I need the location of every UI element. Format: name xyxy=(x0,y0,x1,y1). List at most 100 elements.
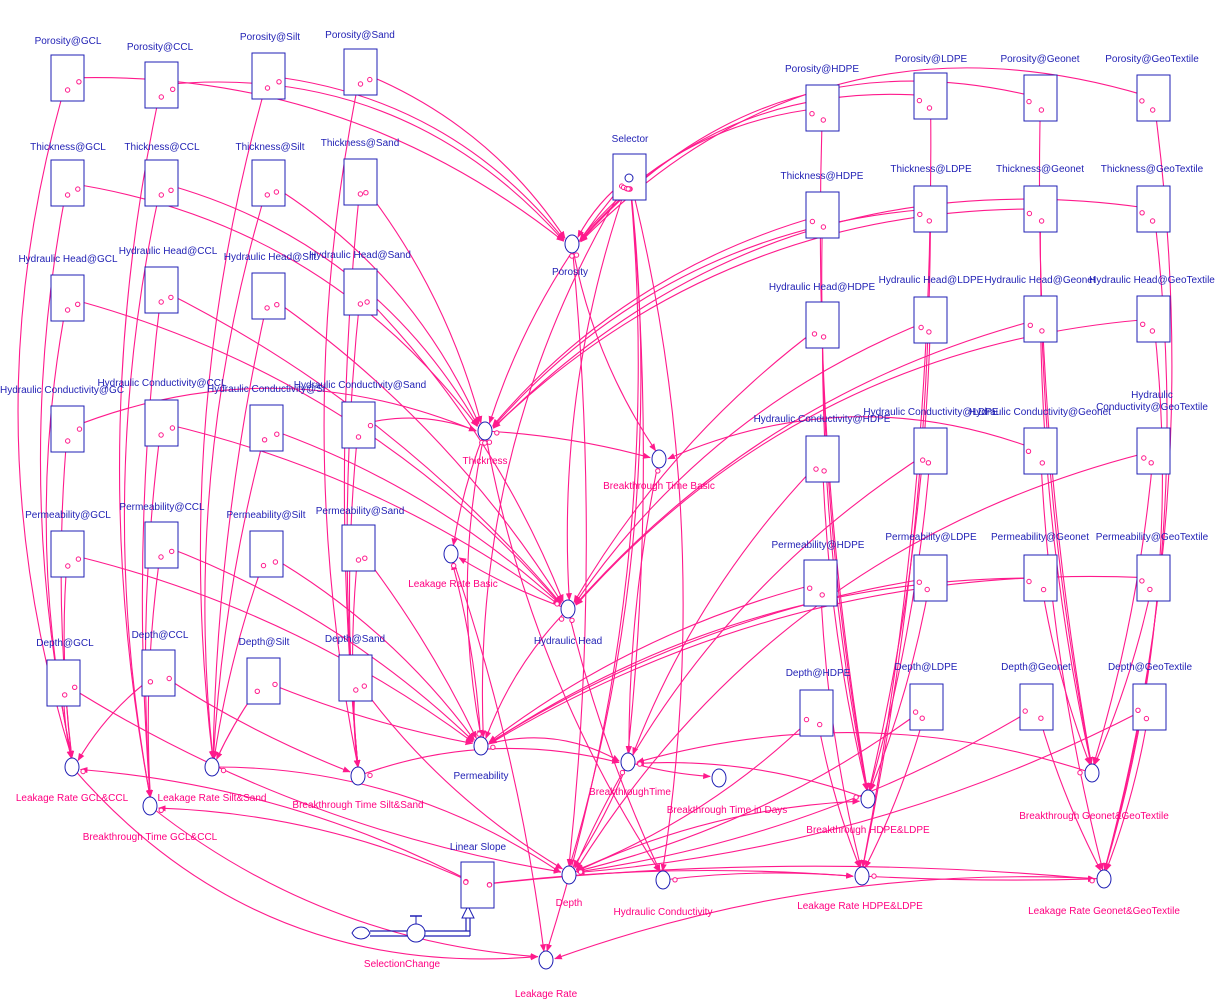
stock-box[interactable] xyxy=(50,54,85,102)
stock-box[interactable] xyxy=(1023,554,1058,602)
stock-box[interactable] xyxy=(249,404,284,452)
stock-thickness-gcl[interactable]: Thickness@GCL xyxy=(30,142,106,207)
converter-circle[interactable] xyxy=(564,234,580,254)
converter-hydraulic-head[interactable]: Hydraulic Head xyxy=(534,599,602,647)
converter-thickness[interactable]: Thickness xyxy=(462,421,508,467)
converter-bt-silt-sand[interactable]: Breakthrough Time Silt&Sand xyxy=(292,766,424,811)
stock-head-silt[interactable]: Hydraulic Head@Silt xyxy=(224,252,317,320)
converter-circle[interactable] xyxy=(854,866,870,886)
stock-box[interactable] xyxy=(251,159,286,207)
stock-box[interactable] xyxy=(50,274,85,322)
stock-porosity-geotextile[interactable]: Porosity@GeoTextile xyxy=(1105,54,1199,122)
stock-cond-sand[interactable]: Hydraulic Conductivity@Sand xyxy=(294,380,426,449)
stock-box[interactable] xyxy=(249,530,284,578)
stock-box[interactable] xyxy=(144,61,179,109)
stock-box[interactable] xyxy=(343,268,378,316)
converter-lr-basic[interactable]: Leakage Rate Basic xyxy=(408,544,498,590)
stock-box[interactable] xyxy=(338,654,373,702)
stock-box[interactable] xyxy=(913,427,948,475)
converter-circle[interactable] xyxy=(560,599,576,619)
stock-porosity-hdpe[interactable]: Porosity@HDPE xyxy=(785,64,859,132)
stock-box[interactable] xyxy=(1136,554,1171,602)
converter-permeability[interactable]: Permeability xyxy=(453,736,509,782)
stock-head-gcl[interactable]: Hydraulic Head@GCL xyxy=(18,254,118,322)
converter-circle[interactable] xyxy=(655,870,671,890)
stock-box[interactable] xyxy=(1132,683,1167,731)
stock-box[interactable] xyxy=(1136,427,1171,475)
converter-circle[interactable] xyxy=(711,768,727,788)
converter-circle[interactable] xyxy=(651,449,667,469)
converter-depth[interactable]: Depth xyxy=(556,865,583,909)
stock-depth-geonet[interactable]: Depth@Geonet xyxy=(1001,662,1071,731)
stock-thickness-hdpe[interactable]: Thickness@HDPE xyxy=(781,171,864,239)
stock-box[interactable] xyxy=(1136,295,1171,343)
converter-circle[interactable] xyxy=(860,789,876,809)
stock-box[interactable] xyxy=(1019,683,1054,731)
stock-cond-ccl[interactable]: Hydraulic Conductivity@CCL xyxy=(97,378,227,447)
stock-perm-gcl[interactable]: Permeability@GCL xyxy=(25,510,111,578)
stock-box[interactable] xyxy=(343,158,378,206)
stock-box[interactable] xyxy=(251,272,286,320)
stock-porosity-sand[interactable]: Porosity@Sand xyxy=(325,30,395,96)
converter-bt-gcl-ccl[interactable]: Breakthrough Time GCL&CCL xyxy=(83,796,218,843)
converter-circle[interactable] xyxy=(142,796,158,816)
stock-box[interactable] xyxy=(1023,74,1058,122)
stock-depth-hdpe[interactable]: Depth@HDPE xyxy=(786,668,851,737)
stock-box[interactable] xyxy=(913,554,948,602)
stock-box[interactable] xyxy=(144,159,179,207)
stock-box[interactable] xyxy=(144,266,179,314)
stock-head-ccl[interactable]: Hydraulic Head@CCL xyxy=(119,246,218,314)
stock-box[interactable] xyxy=(50,159,85,207)
converter-lr-hdpe-ldpe[interactable]: Leakage Rate HDPE&LDPE xyxy=(797,866,923,912)
stock-box[interactable] xyxy=(50,530,85,578)
stock-box[interactable] xyxy=(803,559,838,607)
stock-perm-hdpe[interactable]: Permeability@HDPE xyxy=(772,540,865,607)
stock-box[interactable] xyxy=(913,185,948,233)
stock-thickness-geotextile[interactable]: Thickness@GeoTextile xyxy=(1101,164,1204,233)
stock-perm-geonet[interactable]: Permeability@Geonet xyxy=(991,532,1089,602)
stock-head-geotextile[interactable]: Hydraulic Head@GeoTextile xyxy=(1089,275,1215,343)
stock-box[interactable] xyxy=(246,657,281,705)
stock-porosity-ldpe[interactable]: Porosity@LDPE xyxy=(895,54,968,120)
stock-box[interactable] xyxy=(805,84,840,132)
stock-box[interactable] xyxy=(909,683,944,731)
stock-box[interactable] xyxy=(343,48,378,96)
converter-lr-silt-sand[interactable]: Leakage Rate Silt&Sand xyxy=(158,757,267,804)
converter-lr-gcl-ccl[interactable]: Leakage Rate GCL&CCL xyxy=(16,757,129,804)
stock-box[interactable] xyxy=(1023,185,1058,233)
stock-head-geonet[interactable]: Hydraulic Head@Geonet xyxy=(984,275,1096,343)
converter-circle[interactable] xyxy=(1084,763,1100,783)
stock-head-sand[interactable]: Hydraulic Head@Sand xyxy=(309,250,411,316)
stock-depth-silt[interactable]: Depth@Silt xyxy=(239,637,290,705)
stock-box[interactable] xyxy=(612,153,647,201)
converter-bt-days[interactable]: Breakthrough Time in Days xyxy=(667,768,788,816)
converter-bt-basic[interactable]: Breakthrough Time Basic xyxy=(603,449,715,492)
stock-perm-sand[interactable]: Permeability@Sand xyxy=(316,506,405,572)
converter-circle[interactable] xyxy=(477,421,493,441)
stock-head-ldpe[interactable]: Hydraulic Head@LDPE xyxy=(879,275,984,344)
stock-depth-ccl[interactable]: Depth@CCL xyxy=(132,630,189,697)
stock-depth-geotextile[interactable]: Depth@GeoTextile xyxy=(1108,662,1193,731)
stock-box[interactable] xyxy=(805,191,840,239)
stock-box[interactable] xyxy=(251,52,286,100)
stock-cond-hdpe[interactable]: Hydraulic Conductivity@HDPE xyxy=(754,414,891,483)
stock-cond-ldpe[interactable]: Hydraulic Conductivity@LDPE xyxy=(863,407,999,475)
converter-hydraulic-conductivity[interactable]: Hydraulic Conductivity xyxy=(614,870,713,918)
stock-depth-sand[interactable]: Depth@Sand xyxy=(325,634,385,702)
converter-bt-geonet-geotextile[interactable]: Breakthrough Geonet&GeoTextile xyxy=(1019,763,1169,822)
stock-perm-geotextile[interactable]: Permeability@GeoTextile xyxy=(1096,532,1209,602)
stock-box[interactable] xyxy=(141,649,176,697)
stock-selector[interactable]: Selector xyxy=(612,134,649,201)
stock-porosity-geonet[interactable]: Porosity@Geonet xyxy=(1000,54,1080,122)
stock-box[interactable] xyxy=(341,401,376,449)
converter-circle[interactable] xyxy=(64,757,80,777)
converter-circle[interactable] xyxy=(561,865,577,885)
stock-porosity-silt[interactable]: Porosity@Silt xyxy=(240,32,300,100)
stock-head-hdpe[interactable]: Hydraulic Head@HDPE xyxy=(769,282,876,349)
converter-bt-hdpe-ldpe[interactable]: Breakthrough HDPE&LDPE xyxy=(806,789,930,836)
stock-box[interactable] xyxy=(805,435,840,483)
stock-thickness-silt[interactable]: Thickness@Silt xyxy=(235,142,305,207)
stock-cond-silt[interactable]: Hydraulic Conductivity@Si xyxy=(207,384,325,452)
stock-box[interactable] xyxy=(913,72,948,120)
